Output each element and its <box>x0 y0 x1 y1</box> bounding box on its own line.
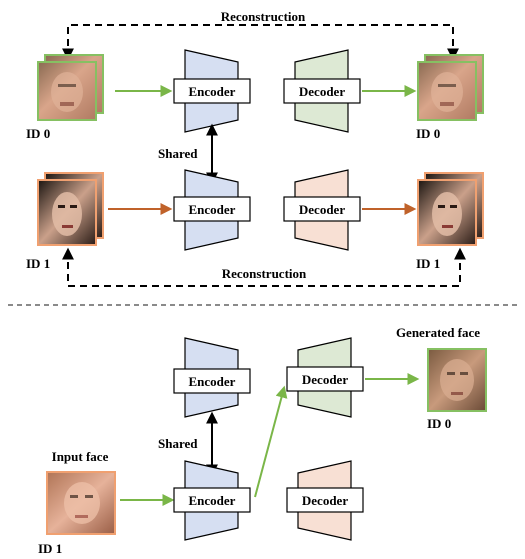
reconstruction-loop-top <box>62 24 459 61</box>
encoder-a-bottom: Encoder <box>173 337 251 418</box>
decoder-b-label: Decoder <box>299 202 345 217</box>
encoder-a-top: Encoder <box>173 49 251 133</box>
encoder-a-bottom-label: Encoder <box>189 374 236 389</box>
shared-label-top: Shared <box>158 146 198 161</box>
generated-face-label: Generated face <box>396 325 480 340</box>
reconstruction-label-top: Reconstruction <box>221 9 306 24</box>
face-id0-input <box>37 54 104 121</box>
decoder-b-bottom: Decoder <box>286 460 364 541</box>
generated-face-image <box>427 348 487 412</box>
id1-right-label: ID 1 <box>416 256 440 271</box>
input-face-label: Input face <box>52 449 109 464</box>
arrow-encoder-to-decoder-swap <box>254 385 288 498</box>
encoder-b-top: Encoder <box>173 169 251 251</box>
face-id1-input <box>37 172 104 246</box>
decoder-a-bottom: Decoder <box>286 337 364 418</box>
decoder-a-bottom-label: Decoder <box>302 372 348 387</box>
encoder-b-bottom: Encoder <box>173 460 251 541</box>
id0-generated-label: ID 0 <box>427 416 451 431</box>
shared-label-bottom: Shared <box>158 436 198 451</box>
input-face-image <box>46 471 116 535</box>
reconstruction-label-bottom: Reconstruction <box>222 266 307 281</box>
encoder-b-label: Encoder <box>189 202 236 217</box>
decoder-a-label: Decoder <box>299 84 345 99</box>
id1-left-label: ID 1 <box>26 256 50 271</box>
id0-left-label: ID 0 <box>26 126 50 141</box>
id1-input-label: ID 1 <box>38 541 62 556</box>
decoder-a-top: Decoder <box>283 49 361 133</box>
reconstruction-loop-bottom <box>62 247 466 287</box>
decoder-b-top: Decoder <box>283 169 361 251</box>
face-id0-output <box>417 54 484 121</box>
encoder-b-bottom-label: Encoder <box>189 493 236 508</box>
face-id1-output <box>417 172 484 246</box>
decoder-b-bottom-label: Decoder <box>302 493 348 508</box>
encoder-a-label: Encoder <box>189 84 236 99</box>
id0-right-label: ID 0 <box>416 126 440 141</box>
